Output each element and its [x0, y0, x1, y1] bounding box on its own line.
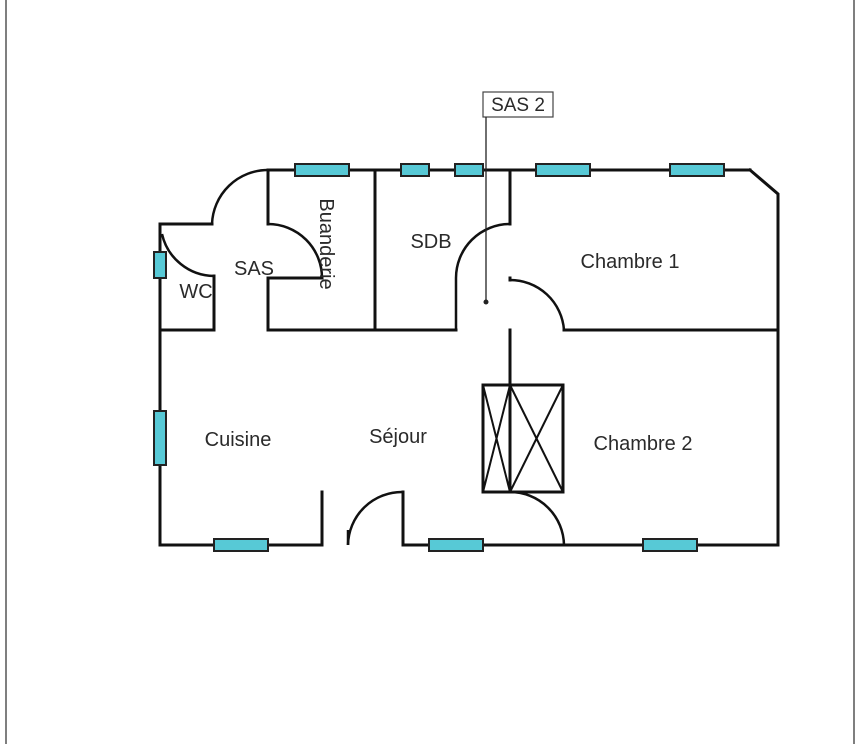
- page-border: [5, 0, 855, 744]
- closet-right: [508, 383, 565, 494]
- window-left-wc: [153, 251, 167, 279]
- window-bottom-chambre2: [642, 538, 698, 552]
- room-labels: WC SAS Buanderie SDB Chambre 1 Cuisine S…: [179, 198, 692, 455]
- room-label-sejour: Séjour: [369, 426, 427, 448]
- room-label-chambre2: Chambre 2: [594, 433, 693, 455]
- window-top-chambre1-1: [535, 163, 591, 177]
- entrance-door: [210, 168, 269, 225]
- exterior-walls: [158, 167, 780, 547]
- window-top-sdb-1: [400, 163, 430, 177]
- room-label-sas: SAS: [234, 258, 274, 280]
- closet-left: [481, 383, 512, 494]
- room-label-sdb: SDB: [410, 231, 451, 253]
- room-label-wc: WC: [179, 281, 212, 303]
- sas2-callout: SAS 2: [482, 91, 554, 305]
- window-bottom-cuisine: [213, 538, 269, 552]
- sas2-label: SAS 2: [491, 95, 545, 116]
- window-left-cuisine: [153, 410, 167, 466]
- window-top-sdb-2: [454, 163, 484, 177]
- room-label-chambre1: Chambre 1: [581, 251, 680, 273]
- interior-walls: [158, 168, 780, 547]
- window-top-chambre1-2: [669, 163, 725, 177]
- room-label-buanderie: Buanderie: [315, 198, 337, 289]
- window-top-buanderie: [294, 163, 350, 177]
- windows: [153, 163, 725, 552]
- room-label-cuisine: Cuisine: [205, 429, 272, 451]
- window-bottom-sejour: [428, 538, 484, 552]
